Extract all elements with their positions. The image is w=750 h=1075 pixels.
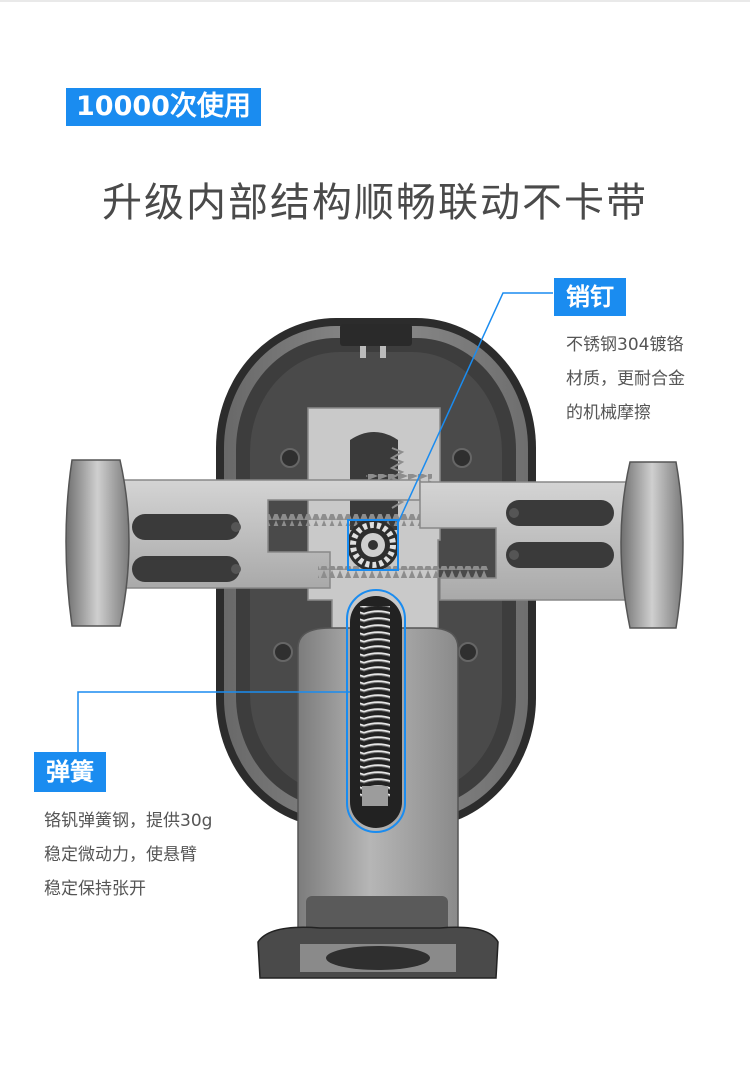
usage-badge: 10000次使用 — [66, 88, 261, 126]
base — [257, 926, 499, 979]
spring-description: 铬钒弹簧钢，提供30g 稳定微动力，使悬臂 稳定保持张开 — [44, 804, 212, 906]
spring-badge: 弹簧 — [34, 752, 106, 792]
top-divider — [0, 0, 750, 2]
spring-highlight — [346, 589, 406, 833]
pin-desc-line: 材质，更耐合金 — [566, 369, 685, 389]
pin-description: 不锈钢304镀铬 材质，更耐合金 的机械摩擦 — [566, 328, 685, 430]
spring-desc-line: 铬钒弹簧钢，提供30g — [44, 811, 213, 831]
pin-badge: 销钉 — [554, 278, 626, 316]
pin-gear — [347, 519, 399, 571]
pin-desc-line: 不锈钢304镀铬 — [566, 335, 684, 355]
left-arm — [65, 459, 436, 627]
spring — [350, 596, 402, 828]
spring-desc-line: 稳定保持张开 — [44, 879, 146, 899]
spring-callout-line — [77, 691, 350, 752]
spring-desc-line: 稳定微动力，使悬臂 — [44, 845, 197, 865]
pin-desc-line: 的机械摩擦 — [566, 403, 651, 423]
headline: 升级内部结构顺畅联动不卡带 — [102, 180, 648, 226]
pin-highlight — [347, 519, 399, 571]
pin-callout-line — [396, 292, 553, 526]
